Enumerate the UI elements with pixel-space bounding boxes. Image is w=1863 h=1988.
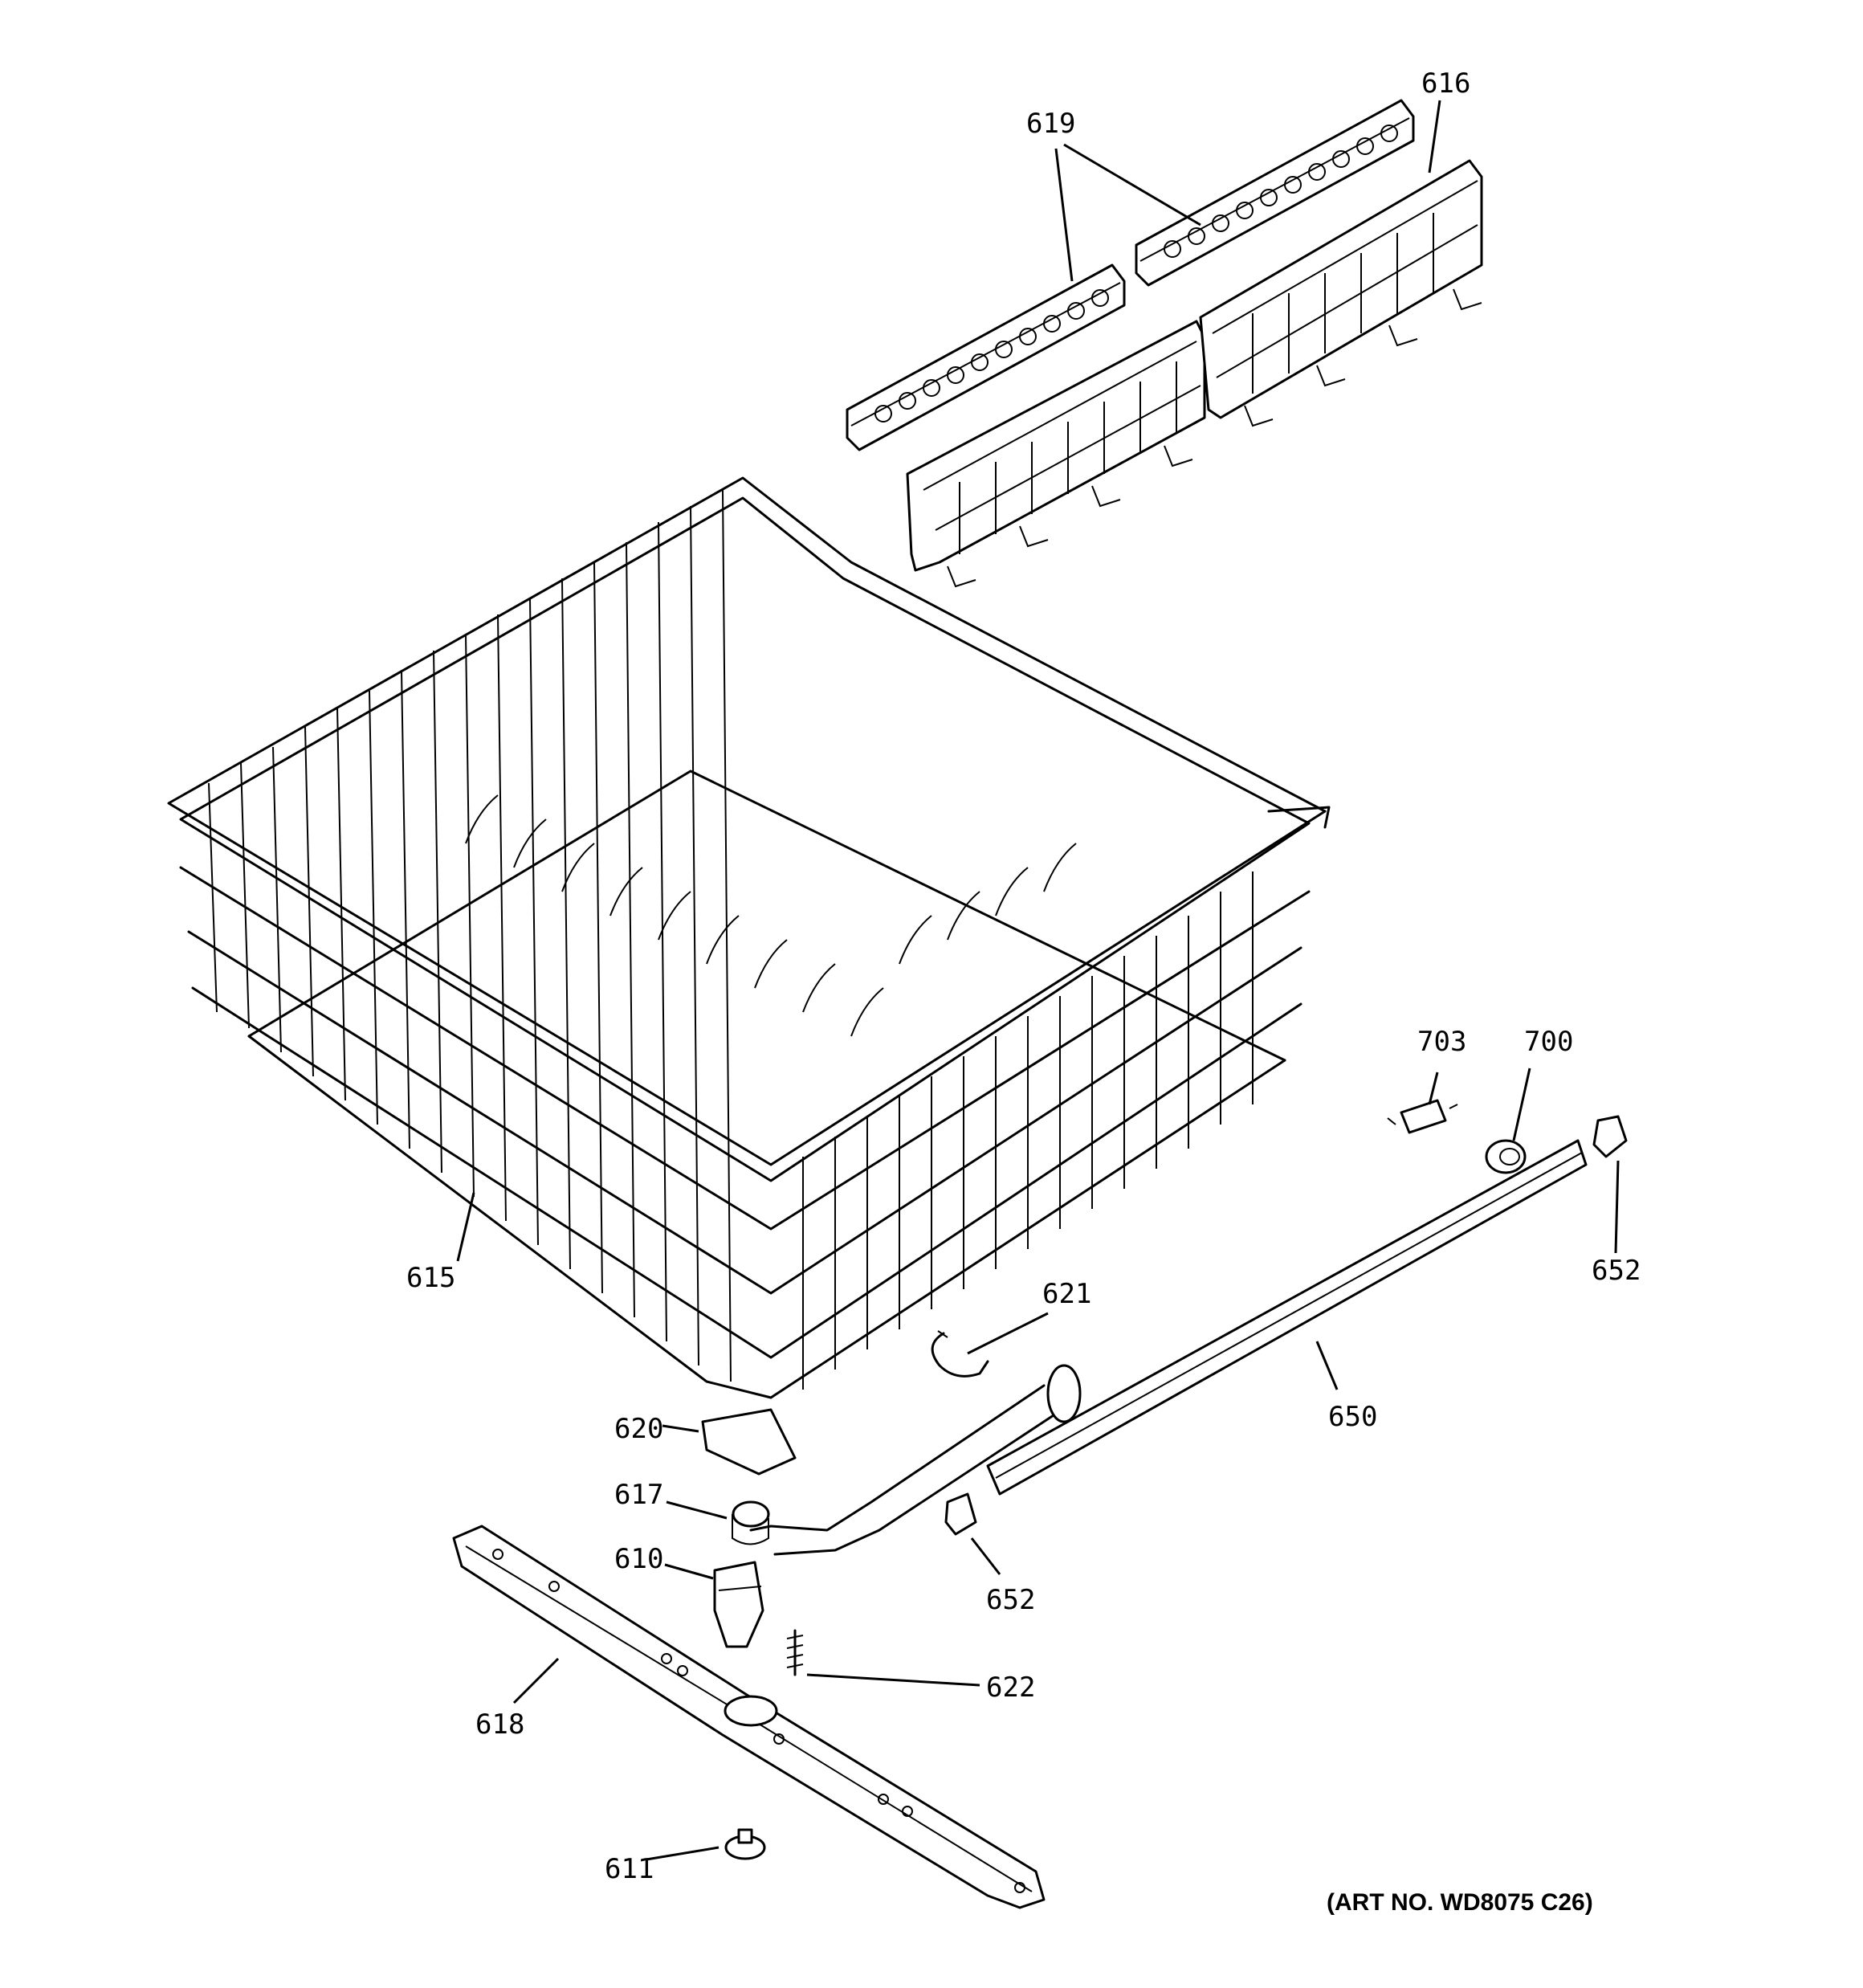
- part-620-wedge: [701, 1408, 797, 1476]
- part-615-upper-rack: [167, 476, 1331, 1399]
- callout-622: 622: [986, 1672, 1035, 1704]
- part-617-feed-tube: [732, 1364, 1082, 1556]
- part-650-manifold-tube: [986, 1139, 1588, 1496]
- part-616-divider-racks: [906, 159, 1483, 588]
- callout-labels: 619 616 615 703 700 652 621 650 620 617 …: [406, 67, 1641, 1885]
- part-611-nut: [724, 1828, 766, 1860]
- leader-lines: [456, 100, 1620, 1861]
- part-618-spray-arm: [452, 1525, 1046, 1909]
- part-652-cap-right: [1592, 1115, 1628, 1158]
- part-619-tine-strips: [846, 99, 1415, 451]
- callout-615: 615: [406, 1262, 455, 1294]
- art-number: (ART NO. WD8075 C26): [1327, 1889, 1593, 1916]
- part-621-clamp: [931, 1330, 989, 1378]
- callout-650: 650: [1328, 1401, 1377, 1433]
- part-622-screw: [786, 1629, 804, 1676]
- part-700-grommet: [1485, 1139, 1527, 1174]
- callout-703: 703: [1417, 1026, 1466, 1058]
- callout-652-left: 652: [986, 1584, 1035, 1616]
- callout-621: 621: [1042, 1278, 1091, 1310]
- callout-652-right: 652: [1592, 1255, 1641, 1287]
- callout-700: 700: [1524, 1026, 1573, 1058]
- callout-611: 611: [605, 1853, 654, 1885]
- part-652-cap-left: [944, 1492, 977, 1536]
- callout-617: 617: [614, 1479, 663, 1511]
- callout-610: 610: [614, 1543, 663, 1575]
- part-703-clip: [1387, 1099, 1458, 1134]
- callout-618: 618: [475, 1708, 524, 1741]
- callout-620: 620: [614, 1413, 663, 1445]
- callout-616: 616: [1421, 67, 1470, 100]
- callout-619: 619: [1026, 108, 1075, 140]
- part-610-bearing: [713, 1561, 764, 1648]
